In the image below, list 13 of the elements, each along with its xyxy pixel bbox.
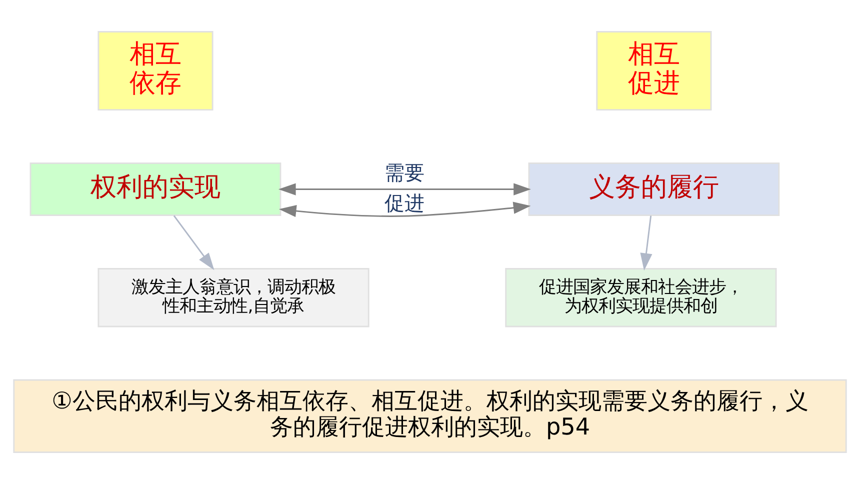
node-box: 激发主人翁意识，调动积极性和主动性,自觉承	[98, 268, 370, 328]
node-box: 相互依存	[98, 31, 214, 111]
arrow	[278, 202, 531, 218]
node-box: ①公民的权利与义务相互依存、相互促进。权利的实现需要义务的履行，义务的履行促进权利的实现。p54	[13, 379, 847, 453]
arrow	[173, 215, 214, 270]
edge-label: 促进	[384, 190, 425, 215]
edge-label: 需要	[384, 160, 425, 184]
node-box: 义务的履行	[528, 162, 780, 216]
node-box: 权利的实现	[30, 162, 282, 216]
node-box: 相互促进	[596, 31, 712, 111]
node-box: 促进国家发展和社会进步，为权利实现提供和创	[505, 268, 777, 328]
arrow	[278, 183, 531, 196]
arrow	[640, 216, 652, 271]
